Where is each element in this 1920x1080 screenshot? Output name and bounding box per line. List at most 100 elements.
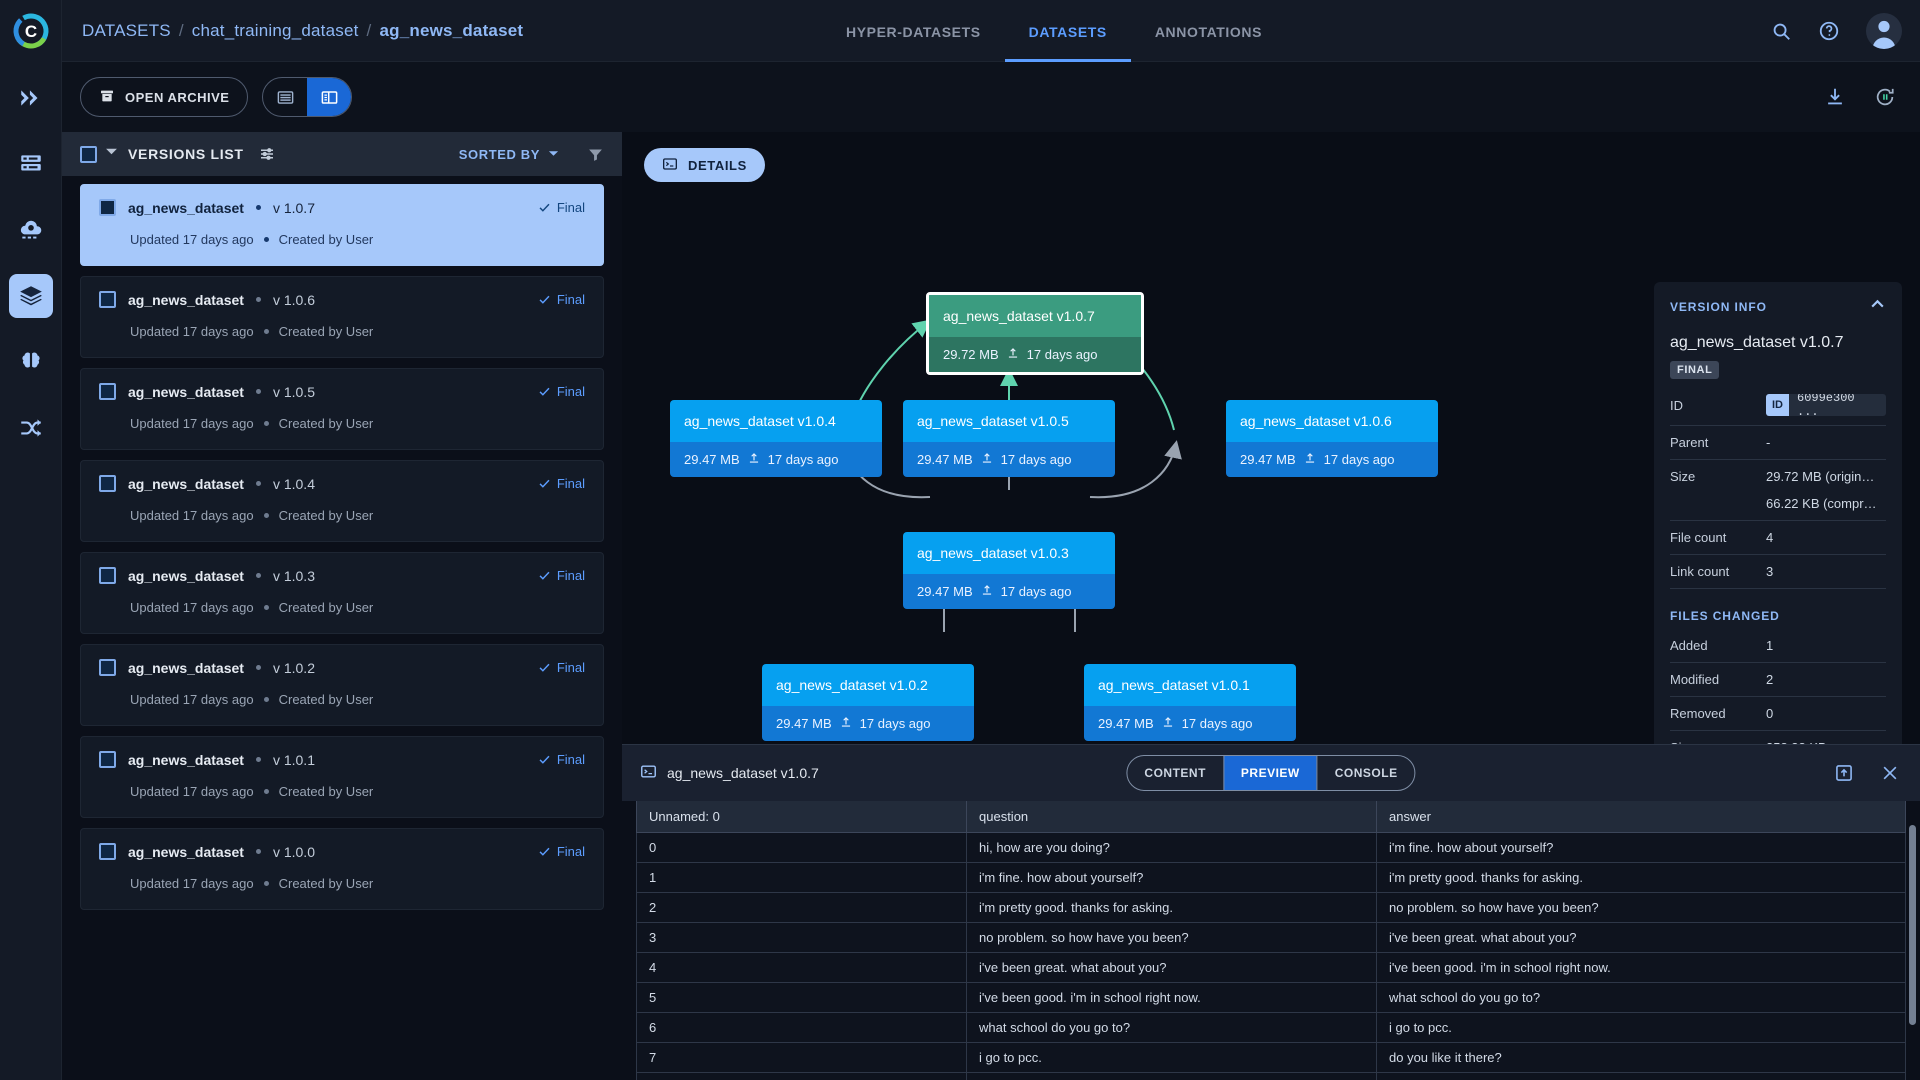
breadcrumb-separator: /	[178, 20, 184, 40]
preview-table-scrollbar[interactable]	[1909, 825, 1916, 1025]
versions-list-scroll[interactable]: ag_news_dataset v 1.0.7 Final Updated 17…	[62, 176, 622, 1080]
graph-node-label: ag_news_dataset v1.0.7	[929, 295, 1141, 337]
sorted-by-dropdown[interactable]: SORTED BY	[459, 147, 559, 162]
preview-panel-title: ag_news_dataset v1.0.7	[667, 765, 819, 781]
tab-preview[interactable]: PREVIEW	[1222, 756, 1317, 790]
chevron-up-icon[interactable]	[1869, 296, 1886, 318]
separator-dot	[263, 513, 269, 518]
list-item[interactable]: ag_news_dataset v 1.0.2 Final Updated 17…	[80, 644, 604, 726]
graph-node-size: 29.47 MB	[776, 716, 832, 731]
list-item[interactable]: ag_news_dataset v 1.0.0 Final Updated 17…	[80, 828, 604, 910]
tab-hyper-datasets[interactable]: HYPER-DATASETS	[846, 24, 981, 40]
version-name: ag_news_dataset	[128, 475, 244, 492]
id-chip[interactable]: ID 6099e300 ...	[1766, 394, 1886, 416]
breadcrumb: DATASETS / chat_training_dataset / ag_ne…	[82, 21, 523, 41]
models-brain-icon	[18, 349, 44, 375]
separator-dot	[263, 421, 269, 426]
row-checkbox[interactable]	[99, 383, 116, 400]
sidebar-item-pipelines[interactable]	[9, 76, 53, 120]
row-checkbox[interactable]	[99, 843, 116, 860]
table-view-icon[interactable]	[263, 78, 307, 116]
table-row[interactable]: 3 no problem. so how have you been? i've…	[636, 922, 1906, 953]
breadcrumb-item-current[interactable]: ag_news_dataset	[379, 20, 524, 40]
row-checkbox[interactable]	[99, 475, 116, 492]
graph-node-v101[interactable]: ag_news_dataset v1.0.1 29.47 MB 17 days …	[1084, 664, 1296, 741]
close-x-icon[interactable]	[1880, 763, 1900, 783]
graph-node-v103[interactable]: ag_news_dataset v1.0.3 29.47 MB 17 days …	[903, 532, 1115, 609]
split-view-icon[interactable]	[307, 78, 352, 116]
graph-node-v106[interactable]: ag_news_dataset v1.0.6 29.47 MB 17 days …	[1226, 400, 1438, 477]
breadcrumb-item-project[interactable]: chat_training_dataset	[191, 20, 359, 40]
chevron-down-icon[interactable]	[105, 145, 118, 163]
tab-content[interactable]: CONTENT	[1144, 766, 1206, 780]
cell-question: hi, how are you doing?	[966, 832, 1377, 863]
popout-maximize-icon[interactable]	[1834, 763, 1854, 783]
status-badge: Final	[538, 384, 585, 399]
search-icon[interactable]	[1770, 20, 1792, 42]
table-row[interactable]: 0 hi, how are you doing? i'm fine. how a…	[636, 832, 1906, 863]
version-updated: Updated 17 days ago	[130, 876, 254, 891]
list-item[interactable]: ag_news_dataset v 1.0.1 Final Updated 17…	[80, 736, 604, 818]
sliders-icon[interactable]	[258, 145, 276, 163]
table-row[interactable]: 1 i'm fine. how about yourself? i'm pret…	[636, 862, 1906, 893]
open-archive-button[interactable]: OPEN ARCHIVE	[80, 77, 249, 117]
table-row[interactable]: 7 i go to pcc. do you like it there?	[636, 1042, 1906, 1073]
sidebar-item-workers[interactable]	[9, 142, 53, 186]
graph-node-v102[interactable]: ag_news_dataset v1.0.2 29.47 MB 17 days …	[762, 664, 974, 741]
list-item[interactable]: ag_news_dataset v 1.0.4 Final Updated 17…	[80, 460, 604, 542]
table-row[interactable]: 4 i've been great. what about you? i've …	[636, 952, 1906, 983]
avatar[interactable]	[1866, 13, 1902, 49]
table-header-row: Unnamed: 0 question answer	[636, 801, 1906, 833]
row-checkbox[interactable]	[99, 199, 116, 216]
table-row[interactable]: 6 what school do you go to? i go to pcc.	[636, 1012, 1906, 1043]
cell-index: 0	[636, 832, 967, 863]
row-checkbox[interactable]	[99, 567, 116, 584]
version-number: v 1.0.0	[272, 843, 315, 860]
graph-node-label: ag_news_dataset v1.0.4	[670, 400, 882, 442]
funnel-filter-icon[interactable]	[587, 146, 604, 163]
row-checkbox[interactable]	[99, 291, 116, 308]
table-row[interactable]: 2 i'm pretty good. thanks for asking. no…	[636, 892, 1906, 923]
open-archive-label: OPEN ARCHIVE	[125, 89, 230, 105]
version-graph-canvas[interactable]: DETAILS	[622, 132, 1920, 744]
column-header-index[interactable]: Unnamed: 0	[636, 801, 967, 833]
list-item[interactable]: ag_news_dataset v 1.0.6 Final Updated 17…	[80, 276, 604, 358]
sidebar-item-compare[interactable]	[9, 406, 53, 450]
select-all-checkbox[interactable]	[80, 145, 97, 163]
column-header-question[interactable]: question	[966, 801, 1377, 833]
graph-node-v107[interactable]: ag_news_dataset v1.0.7 29.72 MB 17 days …	[926, 292, 1144, 375]
details-button[interactable]: DETAILS	[644, 148, 765, 182]
auto-refresh-icon[interactable]	[1874, 86, 1896, 108]
list-item[interactable]: ag_news_dataset v 1.0.3 Final Updated 17…	[80, 552, 604, 634]
cell-index: 4	[636, 952, 967, 983]
sidebar-item-models[interactable]	[9, 340, 53, 384]
clearml-logo-icon[interactable]: C	[0, 0, 62, 62]
help-circle-icon[interactable]	[1818, 20, 1840, 42]
tab-console[interactable]: CONSOLE	[1316, 756, 1415, 790]
table-row[interactable]: 8 do you like it there? it's okay. it's …	[636, 1072, 1906, 1080]
row-checkbox[interactable]	[99, 659, 116, 676]
column-header-answer[interactable]: answer	[1376, 801, 1906, 833]
breadcrumb-item-datasets[interactable]: DATASETS	[82, 20, 171, 40]
graph-node-v104[interactable]: ag_news_dataset v1.0.4 29.47 MB 17 days …	[670, 400, 882, 477]
graph-node-v105[interactable]: ag_news_dataset v1.0.5 29.47 MB 17 days …	[903, 400, 1115, 477]
cell-index: 6	[636, 1012, 967, 1043]
status-label: Final	[556, 752, 585, 767]
cell-index: 8	[636, 1072, 967, 1080]
tab-datasets[interactable]: DATASETS	[1004, 2, 1131, 62]
version-number: v 1.0.2	[272, 659, 315, 676]
version-updated: Updated 17 days ago	[130, 600, 254, 615]
list-item[interactable]: ag_news_dataset v 1.0.7 Final Updated 17…	[80, 184, 604, 266]
sidebar-item-autoscalers[interactable]	[9, 208, 53, 252]
preview-table-wrap[interactable]: Unnamed: 0 question answer 0 hi, how are…	[622, 801, 1920, 1080]
list-item[interactable]: ag_news_dataset v 1.0.5 Final Updated 17…	[80, 368, 604, 450]
row-checkbox[interactable]	[99, 751, 116, 768]
table-row[interactable]: 5 i've been good. i'm in school right no…	[636, 982, 1906, 1013]
graph-node-size: 29.47 MB	[917, 452, 973, 467]
separator-dot	[255, 665, 261, 670]
sidebar-item-datasets[interactable]	[8, 274, 53, 318]
tab-annotations[interactable]: ANNOTATIONS	[1154, 24, 1263, 40]
graph-node-meta: 29.47 MB 17 days ago	[762, 706, 974, 741]
status-badge: Final	[538, 292, 585, 307]
download-icon[interactable]	[1824, 86, 1846, 108]
